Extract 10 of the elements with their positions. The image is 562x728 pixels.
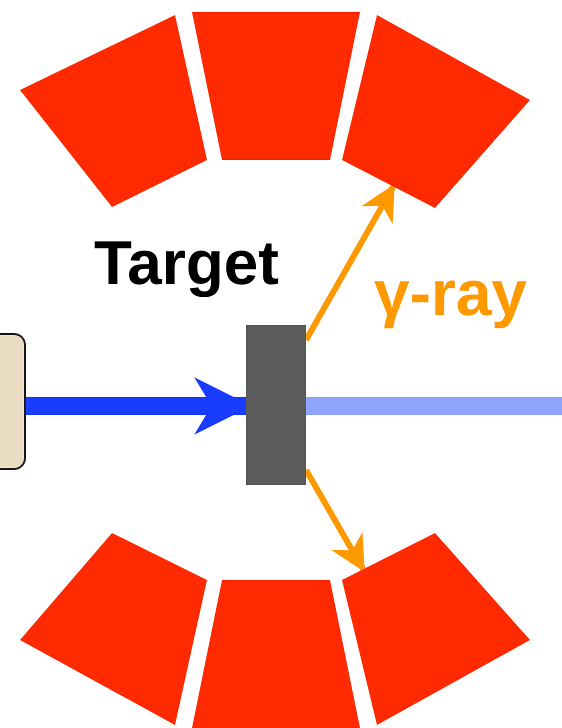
detector-segment xyxy=(342,15,530,208)
detector-segment xyxy=(20,533,207,725)
detector-segment xyxy=(20,15,207,207)
detector-segment xyxy=(342,533,530,725)
gamma-ray-label: γ-ray xyxy=(374,258,527,328)
target-label: Target xyxy=(94,233,279,295)
beam-source-box xyxy=(0,333,26,470)
beam-line xyxy=(306,397,562,415)
detector-segment xyxy=(192,580,360,728)
detector-segment xyxy=(192,12,360,160)
